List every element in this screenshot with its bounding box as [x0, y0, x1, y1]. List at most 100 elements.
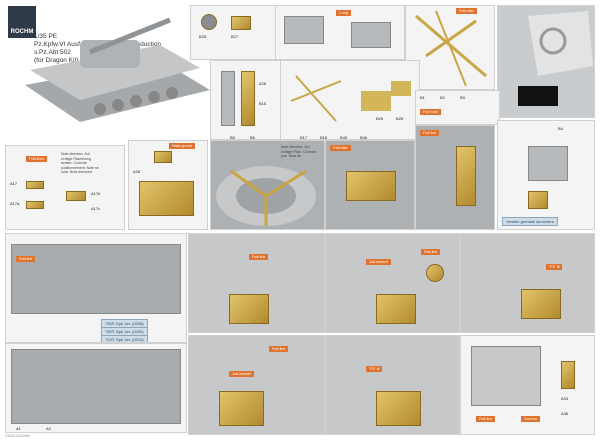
label-a2: B27 — [231, 34, 239, 39]
note-blue4: Ventiler grenade launchers — [502, 217, 558, 226]
callout-c9: Fold line — [249, 254, 269, 260]
panel-side-detail: Fold line — [415, 125, 495, 230]
label-a20: A17c — [91, 206, 101, 211]
panel-tools: Fold line Tool box A33 A36 — [460, 335, 595, 435]
fold-part-2 — [26, 201, 44, 209]
label-a13: B17 — [300, 135, 308, 140]
callout-c6: Fold after — [330, 145, 351, 151]
label-a1: B28 — [199, 34, 207, 39]
zoom-detail — [426, 264, 444, 282]
panel-rear-photo-3: "P2" fit — [460, 233, 595, 333]
panel-small-pe: B1 B2 B3 Fold each — [415, 90, 500, 125]
callout-c2: Fold after — [456, 8, 477, 14]
label-a18: A17a — [10, 201, 20, 206]
rear-tool-part — [471, 346, 541, 406]
panel-toolbox: 1 only — [275, 5, 405, 60]
callout-c3: Fold each — [420, 109, 442, 115]
panel-turret-detail: Fold after — [325, 140, 415, 230]
panel-rear-photo-2: Join bracket Fold line — [325, 233, 460, 333]
label-a5: B25 — [376, 116, 384, 121]
toolbox-part — [284, 16, 324, 44]
bracket-small — [154, 151, 172, 163]
fold-part-1 — [26, 181, 44, 189]
toolbox-part-2 — [351, 22, 391, 48]
label-a16: B46 — [360, 135, 368, 140]
callout-c12: Fold line — [421, 249, 441, 255]
callout-c13: Fold line — [269, 346, 289, 352]
label-a4: B15 — [259, 101, 267, 106]
label-a17: A17 — [10, 181, 18, 186]
note-1: Note direction. Auf richtige Platzierung… — [61, 152, 99, 174]
label-a22: A1 — [16, 426, 21, 431]
scale-text: 1/35 PE — [34, 33, 58, 40]
panel-mesh-plate: Make groove A26 — [128, 140, 208, 230]
label-a9: B3 — [460, 95, 465, 100]
label-a11: B5 — [230, 135, 235, 140]
label-a21: A26 — [133, 169, 141, 174]
pe-plate — [231, 16, 251, 30]
label-a15: B45 — [340, 135, 348, 140]
turret-ring-photo — [216, 166, 316, 226]
shovel-pe — [561, 361, 575, 389]
rear-hull-part-2 — [11, 349, 181, 424]
callout-c8: Fold line — [16, 256, 36, 262]
label-a23: A2 — [46, 426, 51, 431]
label-a8: B2 — [440, 95, 445, 100]
callout-c17: Tool box — [521, 416, 541, 422]
callout-c7: Fold line — [420, 130, 440, 136]
label-a12: B6 — [250, 135, 255, 140]
rear-mesh-4 — [219, 391, 264, 426]
hatch-photo — [518, 11, 593, 106]
brand-logo: ROCHM — [8, 6, 36, 38]
footer-text: ©2015 ROCHM — [5, 434, 30, 438]
hatch-part — [201, 14, 217, 30]
callout-c10: "P2" fit — [546, 264, 563, 270]
label-a14: B18 — [320, 135, 328, 140]
panel-pe-fret: Fold after — [405, 5, 495, 90]
fender-part — [221, 71, 235, 126]
callout-c14: Join bracket — [229, 371, 254, 377]
panel-pe-parts-1: B28 B27 — [190, 5, 280, 60]
label-a7: B1 — [420, 95, 425, 100]
label-a10: B4 — [558, 126, 563, 131]
launcher-part — [528, 146, 568, 181]
rear-mesh-2 — [376, 294, 416, 324]
label-a19: A17b — [91, 191, 101, 196]
fold-part-3 — [66, 191, 86, 201]
callout-c4: Fold lines — [26, 156, 47, 162]
note-blue3: "S10" Dpk 1er. (2010) — [101, 335, 148, 342]
label-a6: B26 — [396, 116, 404, 121]
panel-rear-hull-2: A1 A2 — [5, 343, 187, 433]
panel-rear-photo-5: "P2" fit — [325, 335, 460, 435]
panel-pe-brackets: B25 B26 — [280, 60, 420, 140]
callout-c5: Make groove — [169, 143, 196, 149]
panel-turret-base: Note direction. Auf richtige Platz. Corr… — [210, 140, 325, 230]
mesh-plate — [139, 181, 194, 216]
unit-text: s.Pz.Abt 502 — [34, 49, 71, 56]
turret-pe-detail — [346, 171, 396, 201]
logo-text: ROCHM — [10, 29, 34, 35]
bracket-parts — [290, 75, 411, 122]
panel-fold-diagram: Fold lines Note direction. Auf richtige … — [5, 145, 125, 230]
rear-mesh-5 — [376, 391, 421, 426]
callout-c1: 1 only — [336, 10, 352, 16]
note-2: Note direction. Auf richtige Platz. Corr… — [281, 145, 317, 158]
rear-hull-part — [11, 244, 181, 314]
panel-rear-photo-1: Fold line — [188, 233, 325, 333]
panel-hatch-photo — [497, 5, 595, 118]
launcher-pe — [528, 191, 548, 209]
label-a25: A36 — [561, 411, 569, 416]
fender-pe — [241, 71, 255, 126]
kit-text: (for Dragon Kit) — [34, 57, 79, 64]
side-pe — [456, 146, 476, 206]
pe-fret-parts — [415, 10, 487, 87]
panel-grenade-launcher: Ventiler grenade launchers B4 — [497, 120, 595, 230]
panel-rear-photo-4: Join bracket Fold line — [188, 335, 325, 435]
panel-rear-hull-1: "S08" Dpk 1er. (2008) "S09" Dpk 1er. (20… — [5, 233, 187, 343]
tank-hero-image — [10, 10, 220, 130]
rear-mesh-3 — [521, 289, 561, 319]
rear-mesh-1 — [229, 294, 269, 324]
label-a3: A26 — [259, 81, 267, 86]
callout-c16: Fold line — [476, 416, 496, 422]
callout-c15: "P2" fit — [366, 366, 383, 372]
